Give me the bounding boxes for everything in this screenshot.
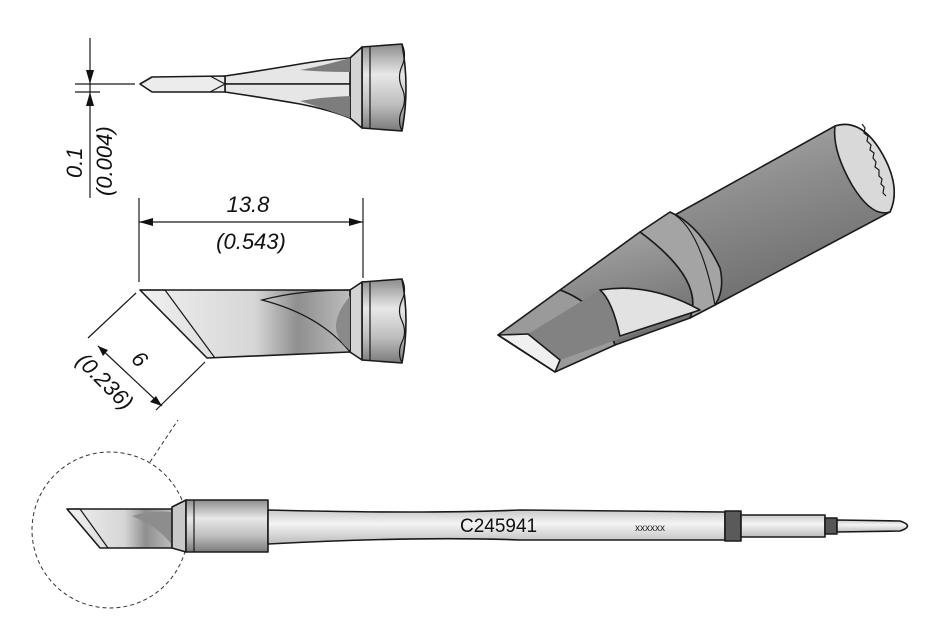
length-in-label: (0.543) (216, 229, 286, 254)
top-view (139, 43, 407, 132)
thickness-mm-label: 0.1 (62, 147, 87, 178)
part-number-label: C245941 (460, 516, 537, 537)
side-view (139, 278, 407, 364)
perspective-view (497, 123, 896, 373)
thickness-dimension: 0.1 (0.004) (62, 38, 135, 198)
length-dimension: 13.8 (0.543) (138, 192, 364, 282)
cartridge-marking-label: xxxxxx (635, 523, 665, 534)
cartridge-view: C245941 xxxxxx (31, 419, 909, 609)
width-mm-label: 6 (126, 346, 153, 373)
width-in-label: (0.236) (71, 348, 138, 415)
thickness-in-label: (0.004) (92, 126, 117, 196)
length-mm-label: 13.8 (227, 192, 271, 217)
